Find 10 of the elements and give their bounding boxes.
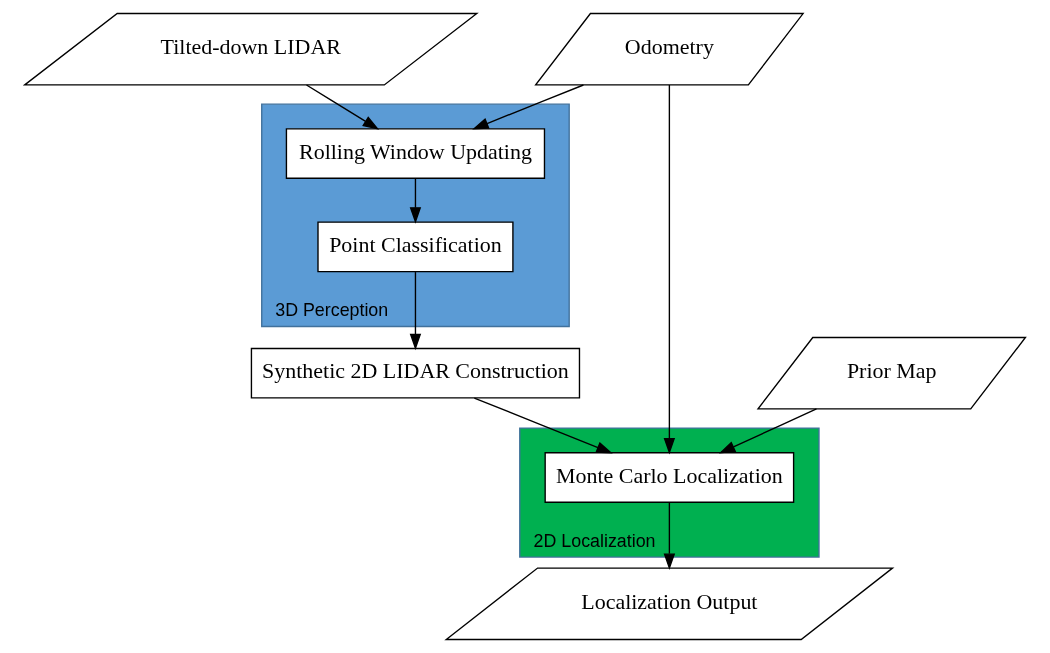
node-box: Monte Carlo Localization — [544, 452, 795, 503]
arrow — [409, 271, 422, 351]
node-box: Rolling Window Updating — [285, 128, 546, 179]
arrow — [663, 502, 676, 570]
arrow — [663, 84, 676, 455]
node-box: Synthetic 2D LIDAR Construction — [250, 347, 581, 399]
node-box: Point Classification — [317, 221, 514, 273]
arrow — [409, 178, 422, 224]
arrow — [472, 84, 585, 130]
arrow — [473, 397, 613, 454]
